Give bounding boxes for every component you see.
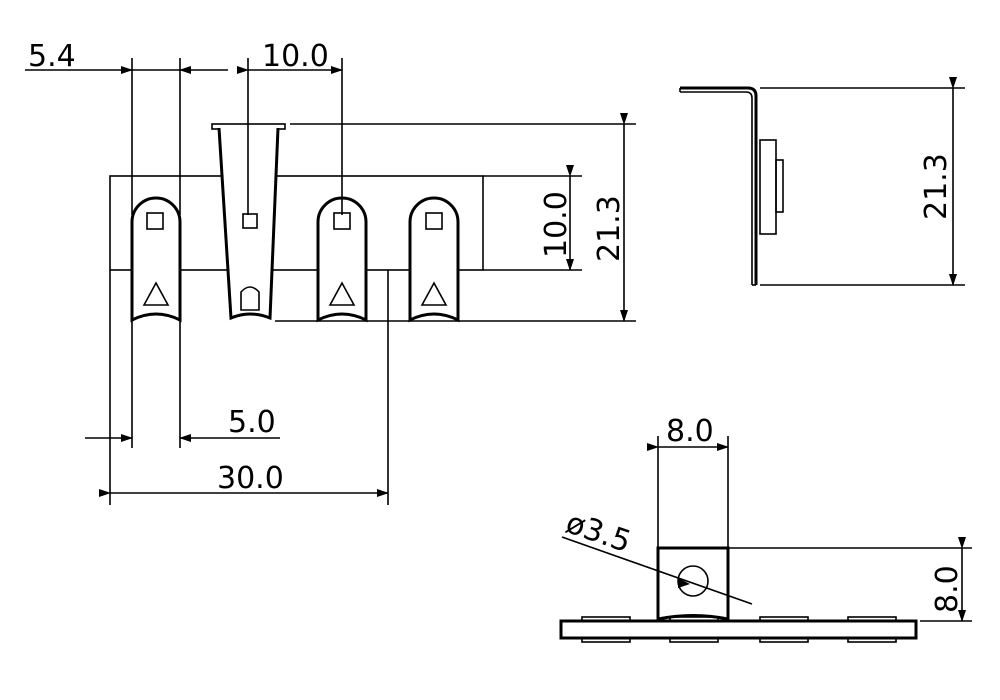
dim-overall-height: 21.3 <box>592 195 627 262</box>
dim-tab-height: 8.0 <box>930 565 965 613</box>
dim-terminal-width: 5.4 <box>28 39 76 74</box>
front-view-strip <box>109 175 484 271</box>
dim-side-height: 21.3 <box>919 153 954 220</box>
front-view-dimensions: 5.4 10.0 5.0 30.0 10.0 21.3 <box>25 39 636 505</box>
base-plate <box>559 619 918 640</box>
dim-inner-height: 10.0 <box>539 191 574 258</box>
bottom-view <box>559 546 918 643</box>
dim-hole-diameter: ø3.5 <box>561 505 635 560</box>
terminal-4 <box>408 196 460 323</box>
dim-tab-width: 8.0 <box>666 414 714 449</box>
side-view <box>679 86 784 286</box>
terminal-3 <box>316 196 368 323</box>
terminal-1 <box>130 196 182 323</box>
dim-overall-length: 30.0 <box>217 461 284 496</box>
dim-gap-width: 5.0 <box>228 405 276 440</box>
front-view <box>109 123 484 323</box>
dim-terminal-pitch: 10.0 <box>262 39 329 74</box>
bottom-view-dimensions: 8.0 ø3.5 8.0 <box>561 414 972 622</box>
center-post <box>211 123 286 321</box>
side-view-dimensions: 21.3 <box>760 77 965 286</box>
